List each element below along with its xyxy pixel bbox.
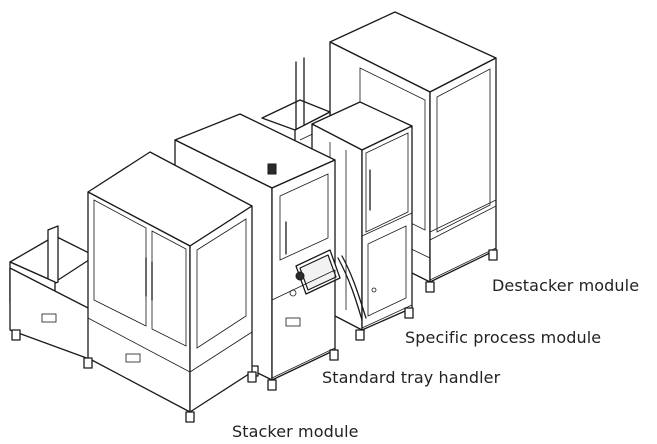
stacker-module-label: Stacker module (232, 422, 359, 441)
stacker-module (9, 151, 257, 423)
destacker-module-label: Destacker module (492, 276, 640, 295)
standard-tray-handler-label: Standard tray handler (322, 368, 501, 387)
specific-process-module-label: Specific process module (405, 328, 602, 347)
